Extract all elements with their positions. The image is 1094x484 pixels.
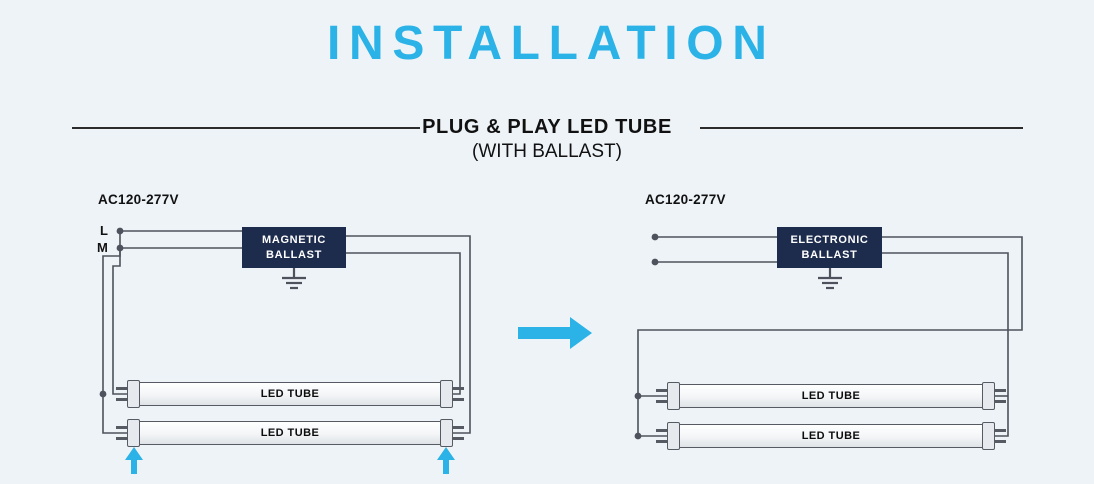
tube-pin: [116, 387, 127, 390]
led-tube: LED TUBE: [656, 382, 1006, 410]
junction-dot: [634, 432, 642, 440]
right-voltage-label: AC120-277V: [645, 192, 726, 207]
ground-icon: [282, 268, 306, 290]
tube-label: LED TUBE: [801, 390, 861, 402]
tube-body: LED TUBE: [679, 384, 983, 408]
ground-icon: [818, 268, 842, 290]
right-wiring: [634, 233, 1023, 440]
live-return-wire: [102, 231, 127, 434]
tube-pin: [656, 429, 667, 432]
tube-pin: [453, 398, 464, 401]
terminal-dot: [116, 227, 124, 235]
ballast-output-wire-1: [637, 236, 1023, 437]
tube-body: LED TUBE: [139, 382, 441, 406]
ballast-label-line1: ELECTRONIC: [790, 234, 869, 247]
led-tube: LED TUBE: [656, 422, 1006, 450]
tube-pin: [656, 389, 667, 392]
terminal-dot: [651, 258, 659, 266]
tube-endcap: [982, 422, 995, 450]
tube-pin: [453, 387, 464, 390]
led-tube: LED TUBE: [116, 419, 464, 447]
tube-pin: [995, 440, 1006, 443]
tube-body: LED TUBE: [139, 421, 441, 445]
tube-pin: [656, 400, 667, 403]
transform-arrow-icon: [518, 317, 592, 349]
section-subtitle-note: (WITH BALLAST): [472, 141, 622, 162]
tube-pin: [995, 400, 1006, 403]
tube-body: LED TUBE: [679, 424, 983, 448]
ballast-output-wire-2: [882, 252, 1009, 437]
line-terminal-label: L: [100, 223, 108, 238]
ballast-output-wire-1: [346, 235, 471, 434]
section-subtitle: PLUG & PLAY LED TUBE: [422, 116, 672, 138]
ballast-label-line2: BALLAST: [266, 248, 322, 261]
up-arrow-icon: [125, 447, 143, 474]
ballast-label-line2: BALLAST: [801, 248, 858, 261]
tube-pin: [995, 389, 1006, 392]
tube-label: LED TUBE: [260, 427, 320, 439]
terminal-dot: [651, 233, 659, 241]
left-voltage-label: AC120-277V: [98, 192, 179, 207]
tube-pin: [453, 426, 464, 429]
ballast-output-wire-2: [346, 252, 461, 395]
tube-pin: [116, 398, 127, 401]
tube-label: LED TUBE: [801, 430, 861, 442]
tube-pin: [116, 426, 127, 429]
ballast-label-line1: MAGNETIC: [262, 234, 326, 247]
tube-endcap: [440, 419, 453, 447]
tube-pin: [656, 440, 667, 443]
neutral-return-wire: [112, 248, 127, 395]
tube-pin: [116, 437, 127, 440]
up-arrow-icon: [437, 447, 455, 474]
junction-dot: [99, 390, 107, 398]
magnetic-ballast-box: MAGNETIC BALLAST: [242, 227, 346, 268]
tube-pin: [995, 429, 1006, 432]
divider-left: [72, 127, 420, 129]
tube-pin: [453, 437, 464, 440]
neutral-terminal-label: M: [97, 240, 108, 255]
divider-right: [700, 127, 1023, 129]
left-wiring: [99, 227, 471, 474]
electronic-ballast-box: ELECTRONIC BALLAST: [777, 227, 882, 268]
junction-dot: [634, 392, 642, 400]
tube-label: LED TUBE: [260, 388, 320, 400]
terminal-dot: [116, 244, 124, 252]
tube-endcap: [440, 380, 453, 408]
led-tube: LED TUBE: [116, 380, 464, 408]
page-title: INSTALLATION: [327, 17, 776, 70]
tube-endcap: [982, 382, 995, 410]
